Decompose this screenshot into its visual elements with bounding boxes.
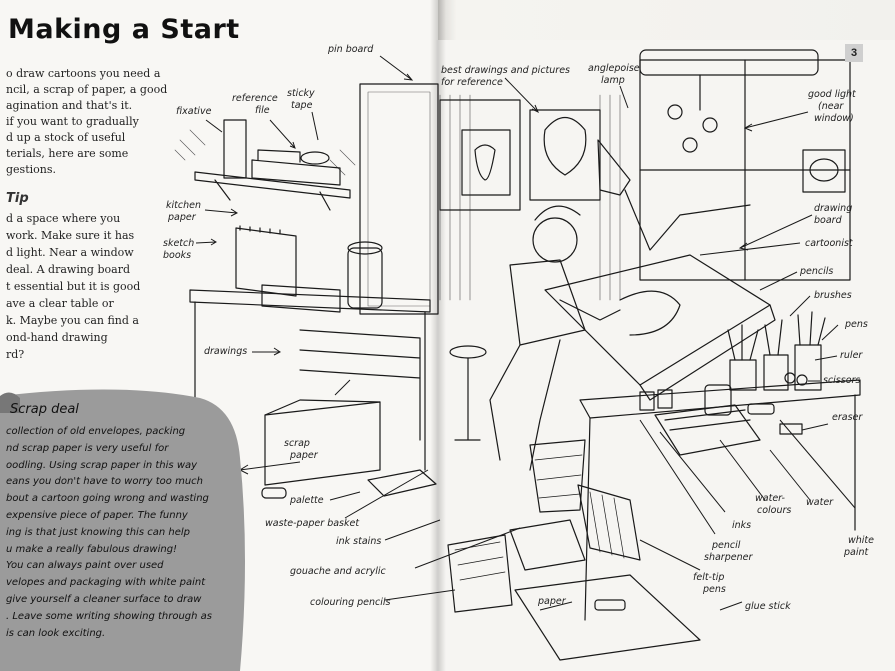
- intro-text: o draw cartoons you need a ncil, a scrap…: [6, 67, 168, 176]
- label-pencil-sharpener: pencil: [712, 540, 741, 551]
- label-waste-paper-basket: waste-paper basket: [265, 518, 360, 529]
- label-anglepoise: anglepoise: [588, 63, 640, 74]
- label-pencils: pencils: [800, 266, 834, 277]
- anglepoise-lamp: [597, 139, 631, 196]
- label-ink-stains: ink stains: [336, 536, 382, 547]
- label-best-drawings-2: for reference: [441, 77, 503, 88]
- right-page: [436, 40, 895, 671]
- pen-pot: [794, 344, 822, 391]
- book-stack: [261, 284, 341, 313]
- label-cartoonist: cartoonist: [805, 238, 853, 249]
- scrap-deal-heading: Scrap deal: [10, 402, 79, 417]
- label-gouache: gouache and acrylic: [290, 566, 386, 577]
- label-pencil-sharpener-2: sharpener: [704, 552, 753, 563]
- label-pin-board: pin board: [328, 44, 374, 55]
- brush-pot: [729, 359, 757, 391]
- label-kitchen-paper: kitchen: [166, 200, 201, 211]
- cartoonist-body: [509, 259, 586, 346]
- label-water-colours: water-: [755, 493, 785, 504]
- stool: [449, 345, 487, 359]
- page-title: Making a Start: [8, 14, 240, 45]
- label-water: water: [806, 497, 834, 508]
- label-felt-tip-pens: felt-tip: [693, 572, 725, 583]
- label-white-paint-2: paint: [844, 547, 869, 558]
- label-reference-file-2: file: [255, 105, 270, 116]
- tip-heading: Tip: [6, 191, 29, 206]
- label-sticky-tape-2: tape: [291, 100, 313, 111]
- label-sketch-books: sketch: [163, 238, 195, 249]
- scrap-deal-panel: [0, 389, 245, 671]
- label-brushes: brushes: [814, 290, 852, 301]
- label-kitchen-paper-2: paper: [168, 212, 196, 223]
- gouache-box: [509, 519, 586, 571]
- label-colouring-pencils: colouring pencils: [310, 597, 391, 608]
- label-inks: inks: [732, 520, 752, 531]
- palette: [367, 469, 437, 497]
- sticky-tape: [300, 151, 330, 165]
- window-blind: [639, 49, 819, 76]
- kitchen-paper-roll: [347, 247, 383, 309]
- label-anglepoise-2: lamp: [601, 75, 625, 86]
- page-number: 3: [845, 44, 863, 62]
- label-scrap-paper-2: paper: [290, 450, 318, 461]
- label-drawing-board: drawing: [814, 203, 853, 214]
- book-gutter: [430, 0, 446, 671]
- tip-text: d a space where you work. Make sure it h…: [6, 212, 141, 361]
- cartoonist-head: [532, 217, 578, 263]
- reference-file-box: [251, 159, 341, 186]
- left-desk-top: [189, 289, 431, 313]
- paper-sheets: [514, 574, 701, 661]
- label-water-colours-2: colours: [757, 505, 792, 516]
- label-scissors: scissors: [823, 375, 861, 386]
- right-desk-top: [579, 379, 861, 419]
- reference-drawing-frame: [439, 99, 521, 211]
- label-best-drawings: best drawings and pictures: [441, 65, 570, 76]
- wall-picture: [802, 149, 846, 193]
- sketch-book: [235, 227, 297, 297]
- label-paper: paper: [538, 596, 566, 607]
- label-fixative: fixative: [176, 106, 212, 117]
- label-white-paint: white: [848, 535, 874, 546]
- label-sketch-books-2: books: [163, 250, 192, 261]
- watercolour-box: [654, 404, 761, 456]
- colouring-pencil-box: [447, 534, 513, 613]
- waste-paper-basket: [529, 439, 586, 513]
- label-good-light-2: (near: [818, 101, 844, 112]
- shelf: [194, 171, 351, 199]
- label-reference-file: reference: [232, 93, 278, 104]
- felt-tip-pen-box: [577, 484, 641, 561]
- drawing-board: [544, 254, 771, 386]
- pencil-pot: [763, 354, 789, 391]
- label-scrap-paper: scrap: [284, 438, 310, 449]
- label-drawings: drawings: [204, 346, 248, 357]
- scrap-deal-text: collection of old envelopes, packing nd …: [6, 426, 213, 639]
- label-pens: pens: [845, 319, 868, 330]
- label-felt-tip-pens-2: pens: [703, 584, 726, 595]
- label-sticky-tape: sticky: [287, 88, 315, 99]
- label-eraser: eraser: [832, 412, 863, 423]
- label-arrows: [195, 55, 856, 611]
- label-good-light: good light: [808, 89, 856, 100]
- wall-hatching: [174, 94, 621, 301]
- label-ruler: ruler: [840, 350, 863, 361]
- label-palette: palette: [290, 495, 324, 506]
- water-jar: [704, 384, 732, 416]
- pin-board-frame: [359, 83, 439, 315]
- label-good-light-3: window): [814, 113, 854, 124]
- scrap-paper-box: [264, 401, 381, 486]
- label-glue-stick: glue stick: [745, 601, 791, 612]
- fixative-can: [223, 119, 247, 179]
- label-drawing-board-2: board: [814, 215, 842, 226]
- glue-stick: [594, 599, 626, 611]
